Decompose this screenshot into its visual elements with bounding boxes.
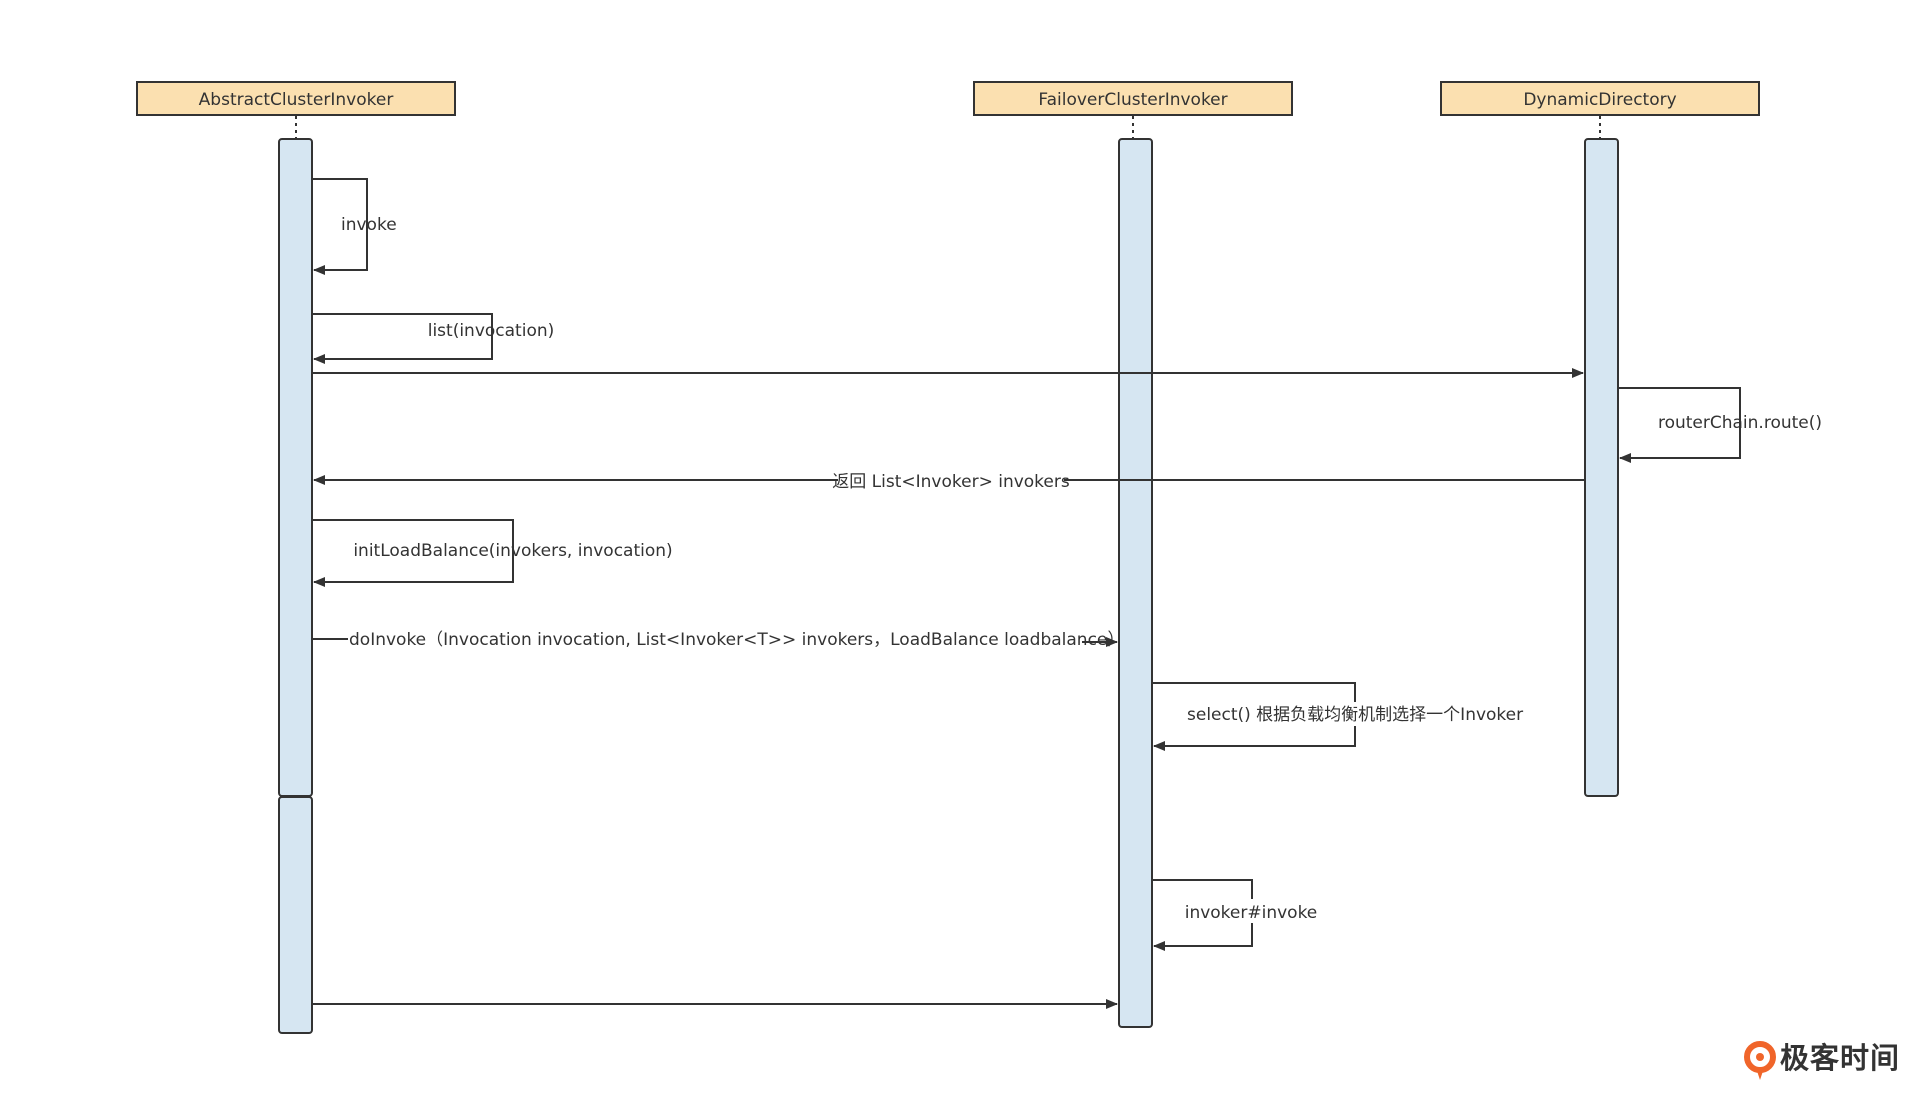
message-label: routerChain.route() xyxy=(1658,413,1822,433)
brand-logo: 极客时间 xyxy=(1744,1041,1900,1080)
message-select: select() 根据负载均衡机制选择一个Invoker xyxy=(1152,682,1525,751)
activation-aci-1 xyxy=(278,138,313,797)
participant-label: FailoverClusterInvoker xyxy=(1038,90,1227,110)
message-route: routerChain.route() xyxy=(1618,387,1822,463)
message-label: initLoadBalance(invokers, invocation) xyxy=(353,541,672,561)
geektime-logo-icon xyxy=(1744,1041,1776,1080)
message-do-invoke: doInvoke（Invocation invocation, List<Inv… xyxy=(312,630,1124,650)
message-label: 返回 List<Invoker> invokers xyxy=(832,472,1070,492)
message-label: list(invocation) xyxy=(428,321,555,341)
message-list: list(invocation) xyxy=(312,313,555,364)
message-invoke: invoke xyxy=(312,178,397,275)
activation-aci-2 xyxy=(278,796,313,1034)
participant-abstract-cluster-invoker: AbstractClusterInvoker xyxy=(136,81,456,116)
participant-dynamic-directory: DynamicDirectory xyxy=(1440,81,1760,116)
message-return-invokers: 返回 List<Invoker> invokers xyxy=(313,468,1585,492)
message-label: invoke xyxy=(341,215,397,235)
participant-failover-cluster-invoker: FailoverClusterInvoker xyxy=(973,81,1293,116)
participant-label: AbstractClusterInvoker xyxy=(199,90,394,110)
participant-label: DynamicDirectory xyxy=(1523,90,1676,110)
message-invoker-invoke: invoker#invoke xyxy=(1152,879,1318,951)
message-init-load-balance: initLoadBalance(invokers, invocation) xyxy=(312,519,673,587)
message-label: select() 根据负载均衡机制选择一个Invoker xyxy=(1187,705,1523,725)
activation-dd xyxy=(1584,138,1619,797)
message-label: invoker#invoke xyxy=(1185,903,1318,923)
message-label: doInvoke（Invocation invocation, List<Inv… xyxy=(349,630,1124,650)
activation-fci xyxy=(1118,138,1153,1028)
brand-name: 极客时间 xyxy=(1780,1041,1900,1075)
